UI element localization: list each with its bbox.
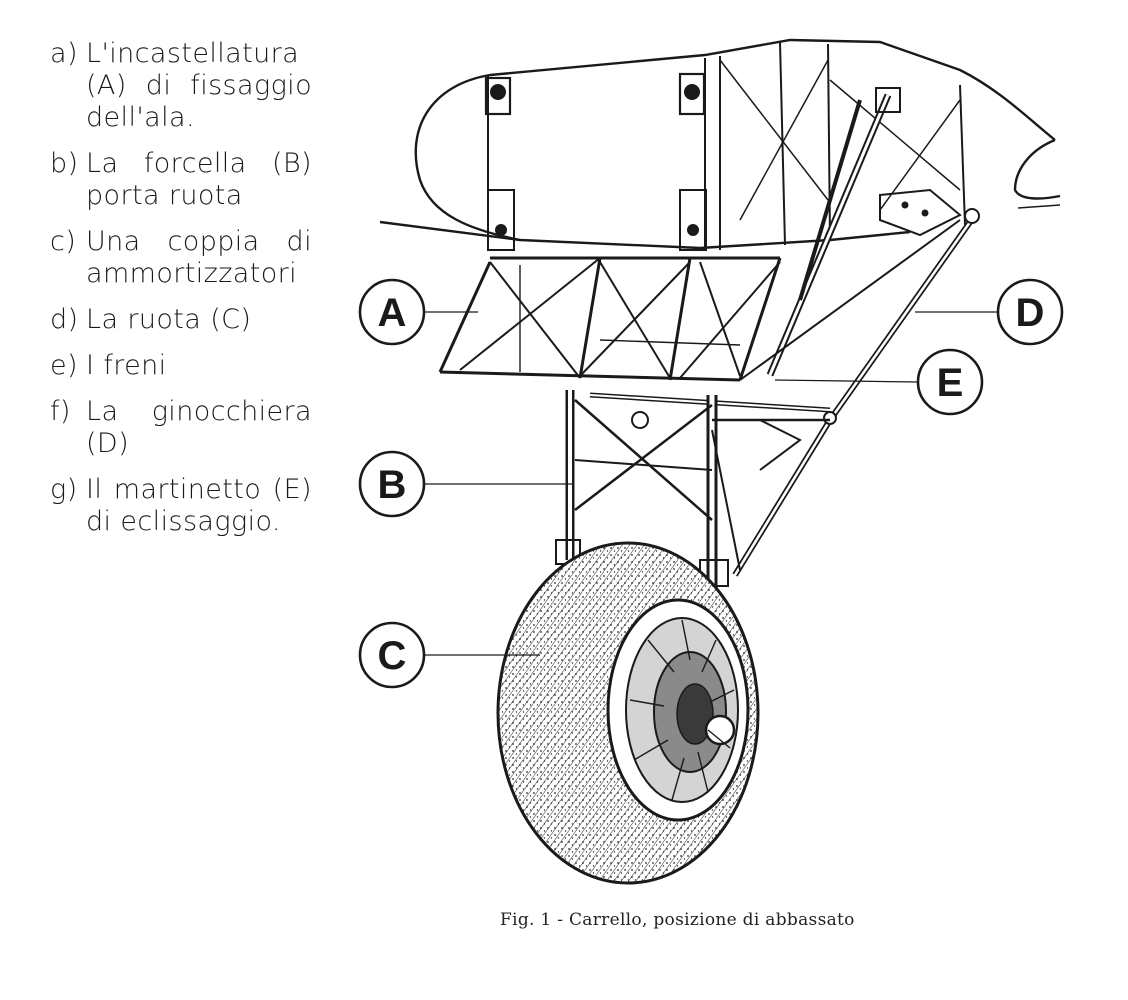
legend-item-c: c) Una coppia di ammortizzatori xyxy=(50,226,312,290)
wheel-rim-spokes xyxy=(629,619,735,801)
legend-text: La forcella (B) porta ruota xyxy=(86,148,312,211)
mounting-frame-a xyxy=(438,256,782,382)
legend-key: c) xyxy=(50,226,77,257)
callout-leaders xyxy=(425,311,1000,656)
callout-d: D xyxy=(996,278,1064,346)
callout-c: C xyxy=(358,621,426,689)
shock-absorber-strut xyxy=(766,87,962,377)
legend-text: I freni xyxy=(86,350,167,381)
wing-outline xyxy=(379,38,1061,250)
wing-attachment-panel xyxy=(484,41,966,251)
legend-item-f: f) La ginocchiera (D) xyxy=(50,396,312,460)
legend-text: L'incastellatura (A) di fissaggio dell'a… xyxy=(86,38,312,133)
legend-key: g) xyxy=(50,474,78,505)
legend-key: e) xyxy=(50,350,78,381)
knee-joint-d xyxy=(732,208,980,577)
callout-e: E xyxy=(916,348,984,416)
callout-b-label: B xyxy=(378,463,407,507)
legend-item-d: d) La ruota (C) xyxy=(50,304,312,336)
legend-item-b: b) La forcella (B) porta ruota xyxy=(50,148,312,212)
callout-a: A xyxy=(358,278,426,346)
legend-text: La ruota (C) xyxy=(86,304,252,335)
wheel-c xyxy=(496,541,760,885)
legend-item-e: e) I freni xyxy=(50,350,312,382)
legend-text: Il martinetto (E) di eclissaggio. xyxy=(86,474,312,537)
legend-key: a) xyxy=(50,38,78,69)
callout-b: B xyxy=(358,450,426,518)
callout-c-label: C xyxy=(378,634,407,678)
callout-d-label: D xyxy=(1016,291,1045,335)
legend-text: Una coppia di ammortizzatori xyxy=(86,226,312,289)
legend-key: b) xyxy=(50,148,79,179)
callout-e-label: E xyxy=(937,361,964,405)
legend-key: d) xyxy=(50,304,79,335)
callout-a-label: A xyxy=(378,291,407,335)
legend-item-g: g) Il martinetto (E) di eclissaggio. xyxy=(50,474,312,538)
legend-key: f) xyxy=(50,396,71,427)
legend-list: a) L'incastellatura (A) di fissaggio del… xyxy=(50,38,312,552)
legend-text: La ginocchiera (D) xyxy=(86,396,312,459)
legend-item-a: a) L'incastellatura (A) di fissaggio del… xyxy=(50,38,312,134)
figure-caption: Fig. 1 - Carrello, posizione di abbassat… xyxy=(500,910,855,930)
